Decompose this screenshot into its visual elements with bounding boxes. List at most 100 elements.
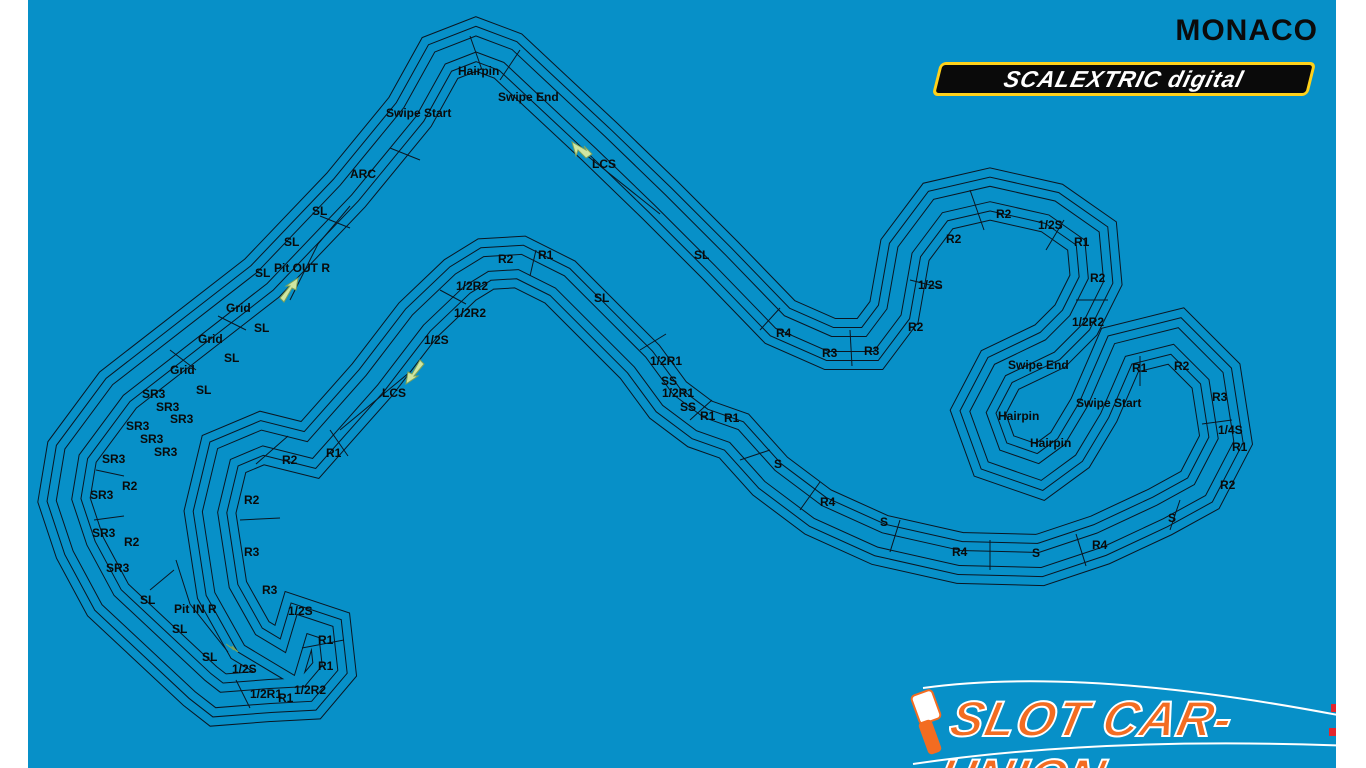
segment-label: Hairpin: [998, 409, 1039, 423]
segment-label: S: [1032, 546, 1040, 560]
segment-label: R4: [952, 545, 968, 559]
segment-label: LCS: [382, 386, 406, 400]
segment-label: Grid: [170, 363, 195, 377]
circuit-title: MONACO: [1175, 14, 1318, 47]
segment-label: Swipe Start: [386, 106, 451, 120]
arrow-icon-pit-in: [225, 643, 239, 653]
segment-label: R2: [124, 535, 140, 549]
segment-label: SL: [694, 248, 709, 262]
segment-label: R1: [318, 659, 334, 673]
brand-scalextric: SCALEXTRIC: [1001, 65, 1165, 92]
segment-label: R3: [1212, 390, 1228, 404]
segment-label: Grid: [226, 301, 251, 315]
segment-label: 1/2S: [1038, 218, 1063, 232]
segment-label: ARC: [350, 167, 376, 181]
scalextric-digital-logo: SCALEXTRIC digital: [931, 62, 1317, 96]
segment-label: SR3: [170, 412, 194, 426]
brand-digital: digital: [1165, 65, 1247, 92]
segment-label: SR3: [156, 400, 180, 414]
segment-label: 1/2R2: [1072, 315, 1104, 329]
segment-label: SL: [140, 593, 155, 607]
segment-label: R4: [776, 326, 792, 340]
segment-label: R2: [282, 453, 298, 467]
segment-label: 1/2S: [424, 333, 449, 347]
segment-label: SL: [202, 650, 217, 664]
segment-label: Pit OUT R: [274, 261, 330, 275]
segment-label: SR3: [140, 432, 164, 446]
segment-label: R4: [1092, 538, 1108, 552]
segment-label: R1: [724, 411, 740, 425]
segment-label: SS: [680, 400, 696, 414]
segment-label: R2: [122, 479, 138, 493]
segment-label: 1/2R2: [456, 279, 488, 293]
segment-label: SR3: [102, 452, 126, 466]
segment-label: R2: [908, 320, 924, 334]
segment-label: R2: [996, 207, 1012, 221]
controller-icon: [910, 680, 1336, 765]
arrow-icon-top: [571, 140, 593, 159]
segment-label: R2: [946, 232, 962, 246]
segment-label: R1: [538, 248, 554, 262]
segment-label: SR3: [92, 526, 116, 540]
pit-lane-out: [289, 205, 351, 301]
segment-label: 1/2R1: [250, 687, 282, 701]
segment-label: S: [1168, 511, 1176, 525]
lane-change-top: [579, 149, 661, 215]
segment-label: LCS: [592, 157, 616, 171]
track-segment-dividers: [93, 35, 1233, 709]
segment-label: Hairpin: [1030, 436, 1071, 450]
segment-label: R3: [262, 583, 278, 597]
segment-label: Grid: [198, 332, 223, 346]
segment-label: SL: [224, 351, 239, 365]
segment-label: SL: [254, 321, 269, 335]
segment-label: R3: [864, 344, 880, 358]
pit-lane-in: [175, 559, 229, 653]
segment-label: S: [774, 457, 782, 471]
track-layout: Hairpin Swipe Start Swipe End LCS ARC SL…: [28, 0, 1336, 768]
segment-label: R2: [244, 493, 260, 507]
arrow-icon-pit-out: [279, 276, 299, 303]
segment-label: SR3: [126, 419, 150, 433]
segment-label: 1/2R2: [294, 683, 326, 697]
segment-label: Swipe End: [498, 90, 559, 104]
segment-label: SR3: [90, 488, 114, 502]
segment-label: R2: [1090, 271, 1106, 285]
segment-label: 1/2S: [232, 662, 257, 676]
segment-label: R2: [498, 252, 514, 266]
segment-label: R1: [700, 409, 716, 423]
segment-label: R3: [822, 346, 838, 360]
segment-label: 1/4S: [1218, 423, 1243, 437]
segment-label: SL: [196, 383, 211, 397]
segment-label: SR3: [142, 387, 166, 401]
segment-label: 1/2S: [918, 278, 943, 292]
segment-label: Swipe End: [1008, 358, 1069, 372]
segment-label: SR3: [154, 445, 178, 459]
segment-label: R1: [1074, 235, 1090, 249]
track-canvas: Hairpin Swipe Start Swipe End LCS ARC SL…: [28, 0, 1336, 768]
segment-label: SL: [255, 266, 270, 280]
segment-label: SR3: [106, 561, 130, 575]
segment-label: R1: [278, 691, 294, 705]
segment-label: SS: [661, 374, 677, 388]
segment-label: R4: [820, 495, 836, 509]
segment-label: R2: [1174, 359, 1190, 373]
segment-label: R1: [1132, 361, 1148, 375]
slot-car-union-text: SLOT CAR-UNION: [932, 690, 1239, 768]
segment-label: R3: [244, 545, 260, 559]
segment-label: SL: [172, 622, 187, 636]
segment-label: R1: [326, 446, 342, 460]
segment-label: 1/2S: [288, 604, 313, 618]
segment-label: 1/2R1: [662, 386, 694, 400]
segment-label: SL: [594, 291, 609, 305]
arrow-icon-mid: [405, 359, 425, 386]
segment-label: R1: [1232, 440, 1248, 454]
slot-car-union-logo: SLOT CAR-UNION: [883, 676, 1336, 768]
segment-label: SL: [312, 204, 327, 218]
segment-label: SL: [284, 235, 299, 249]
lane-change-mid: [339, 371, 411, 431]
segment-label: S: [880, 515, 888, 529]
segment-label: Hairpin: [458, 64, 499, 78]
segment-label: Swipe Start: [1076, 396, 1141, 410]
segment-label: 1/2R2: [454, 306, 486, 320]
segment-label: R2: [1220, 478, 1236, 492]
